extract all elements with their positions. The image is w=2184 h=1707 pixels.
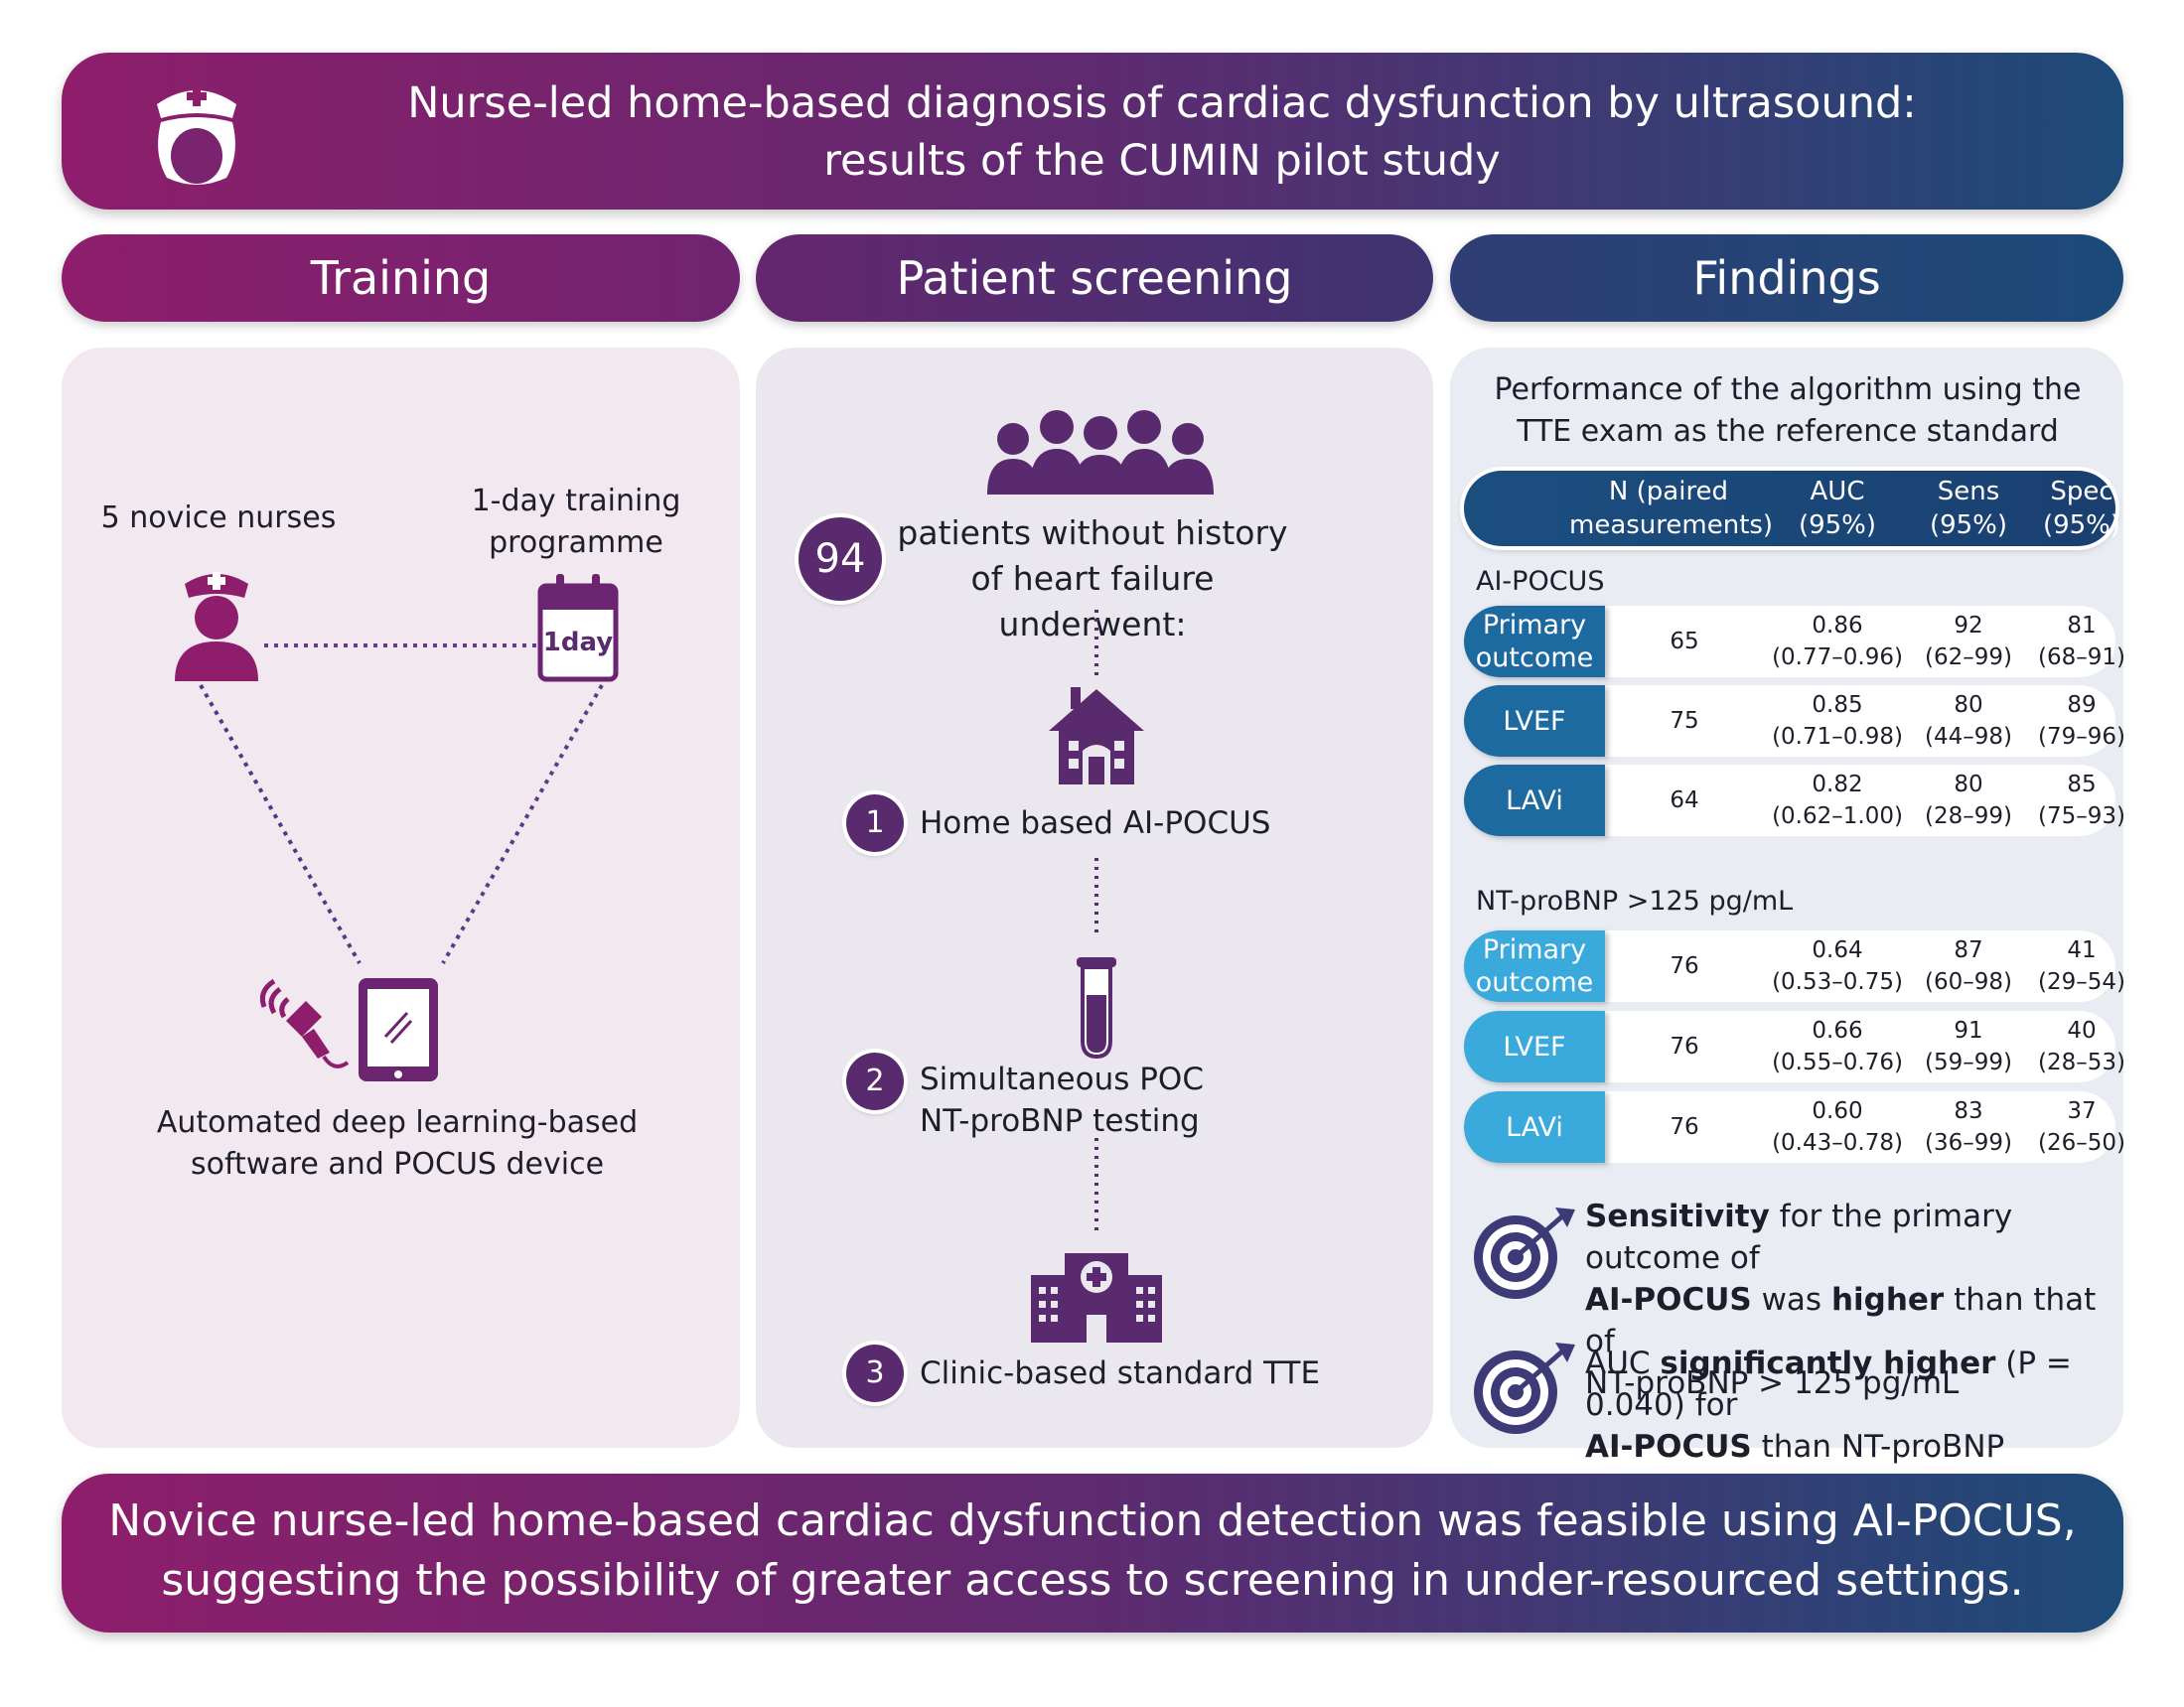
title-line-1: Nurse-led home-based diagnosis of cardia… [407,78,1917,128]
table-row: LAVi 76 0.60(0.43–0.78) 83(36–99) 37(26–… [1464,1091,2125,1163]
training-panel [62,348,740,1448]
calendar-icon [537,574,619,682]
cell-spec: 40(28–53) [2038,1018,2125,1075]
cell-n: 76 [1670,953,1699,979]
cell-auc: 0.66(0.55–0.76) [1772,1018,1903,1075]
cell-spec: 41(29–54) [2038,937,2125,995]
table-row: LAVi 64 0.82(0.62–1.00) 80(28–99) 85(75–… [1464,765,2125,836]
training-programme-label: 1-day training programme [471,484,681,560]
cell-sens: 83(36–99) [1925,1098,2012,1156]
conclusion-line-2: suggesting the possibility of greater ac… [161,1555,2024,1606]
cell-spec: 85(75–93) [2038,772,2125,829]
cell-sens: 92(62–99) [1925,613,2012,670]
patient-count-badge: 94 [799,517,882,601]
step-3-badge: 3 [846,1345,904,1402]
cell-auc: 0.86(0.77–0.96) [1772,613,1903,670]
cell-spec: 37(26–50) [2038,1098,2125,1156]
training-connectors [199,643,604,964]
section-ai-pocus: AI-POCUS [1476,566,1605,597]
tablet-icon [359,978,438,1081]
cell-spec: 89(79–96) [2038,692,2125,750]
patients-group-icon [987,410,1214,495]
hospital-icon [1031,1253,1162,1343]
cell-sens: 87(60–98) [1925,937,2012,995]
test-tube-icon [1077,957,1116,1059]
header-findings: Findings [1450,234,2123,322]
column-auc: AUC(95%) [1798,477,1877,540]
house-icon [1049,687,1144,784]
column-sens: Sens(95%) [1929,477,2008,540]
cell-n: 76 [1670,1034,1699,1060]
ultrasound-probe-icon [259,978,350,1068]
cell-sens: 91(59–99) [1925,1018,2012,1075]
row-label: LVEF [1464,685,1605,757]
cell-auc: 0.85(0.71–0.98) [1772,692,1903,750]
step-1-label: Home based AI-POCUS [920,805,1271,841]
step-2-label: Simultaneous POC NT-proBNP testing [920,1062,1204,1139]
step-3-label: Clinic-based standard TTE [920,1355,1321,1391]
row-label: LVEF [1464,1011,1605,1082]
cell-auc: 0.82(0.62–1.00) [1772,772,1903,829]
cell-auc: 0.64(0.53–0.75) [1772,937,1903,995]
conclusion-banner: Novice nurse-led home-based cardiac dysf… [62,1474,2123,1633]
cell-n: 76 [1670,1114,1699,1140]
conclusion-line-1: Novice nurse-led home-based cardiac dysf… [108,1495,2077,1546]
nurse-icon [175,572,258,681]
header-patient-screening: Patient screening [756,234,1433,322]
title-banner: Nurse-led home-based diagnosis of cardia… [62,53,2123,210]
step-2-badge: 2 [846,1053,904,1110]
target-icon [1474,1208,1575,1299]
cell-spec: 81(68–91) [2038,613,2125,670]
nurse-head-icon [157,86,236,185]
cell-n: 65 [1670,629,1699,654]
table-row: LVEF 76 0.66(0.55–0.76) 91(59–99) 40(28–… [1464,1011,2125,1082]
device-label: Automated deep learning-based software a… [156,1105,639,1182]
row-label: LAVi [1464,1091,1605,1163]
cell-auc: 0.60(0.43–0.78) [1772,1098,1903,1156]
finding-1: Sensitivity for the primary outcome of A… [1585,1199,2097,1401]
nurses-label: 5 novice nurses [100,500,337,535]
cell-sens: 80(28–99) [1925,772,2012,829]
patients-description: patients without history of heart failur… [897,513,1288,643]
calendar-day-text: 1day [542,628,614,657]
cell-n: 75 [1670,708,1699,734]
row-label: LAVi [1464,765,1605,836]
table-row: LVEF 75 0.85(0.71–0.98) 80(44–98) 89(79–… [1464,685,2125,757]
title-line-2: results of the CUMIN pilot study [823,136,1501,186]
column-spec: Spec(95%) [2042,477,2121,540]
cell-n: 64 [1670,787,1699,813]
findings-intro: Performance of the algorithm using the T… [1494,372,2082,449]
section-nt-probnp: NT-proBNP >125 pg/mL [1476,886,1794,917]
header-training: Training [62,234,740,322]
target-icon [1474,1343,1575,1434]
cell-sens: 80(44–98) [1925,692,2012,750]
step-1-badge: 1 [846,794,904,852]
finding-2: AUC significantly higher (P = 0.040) for… [1585,1346,2072,1465]
screening-connector [1094,610,1098,1231]
